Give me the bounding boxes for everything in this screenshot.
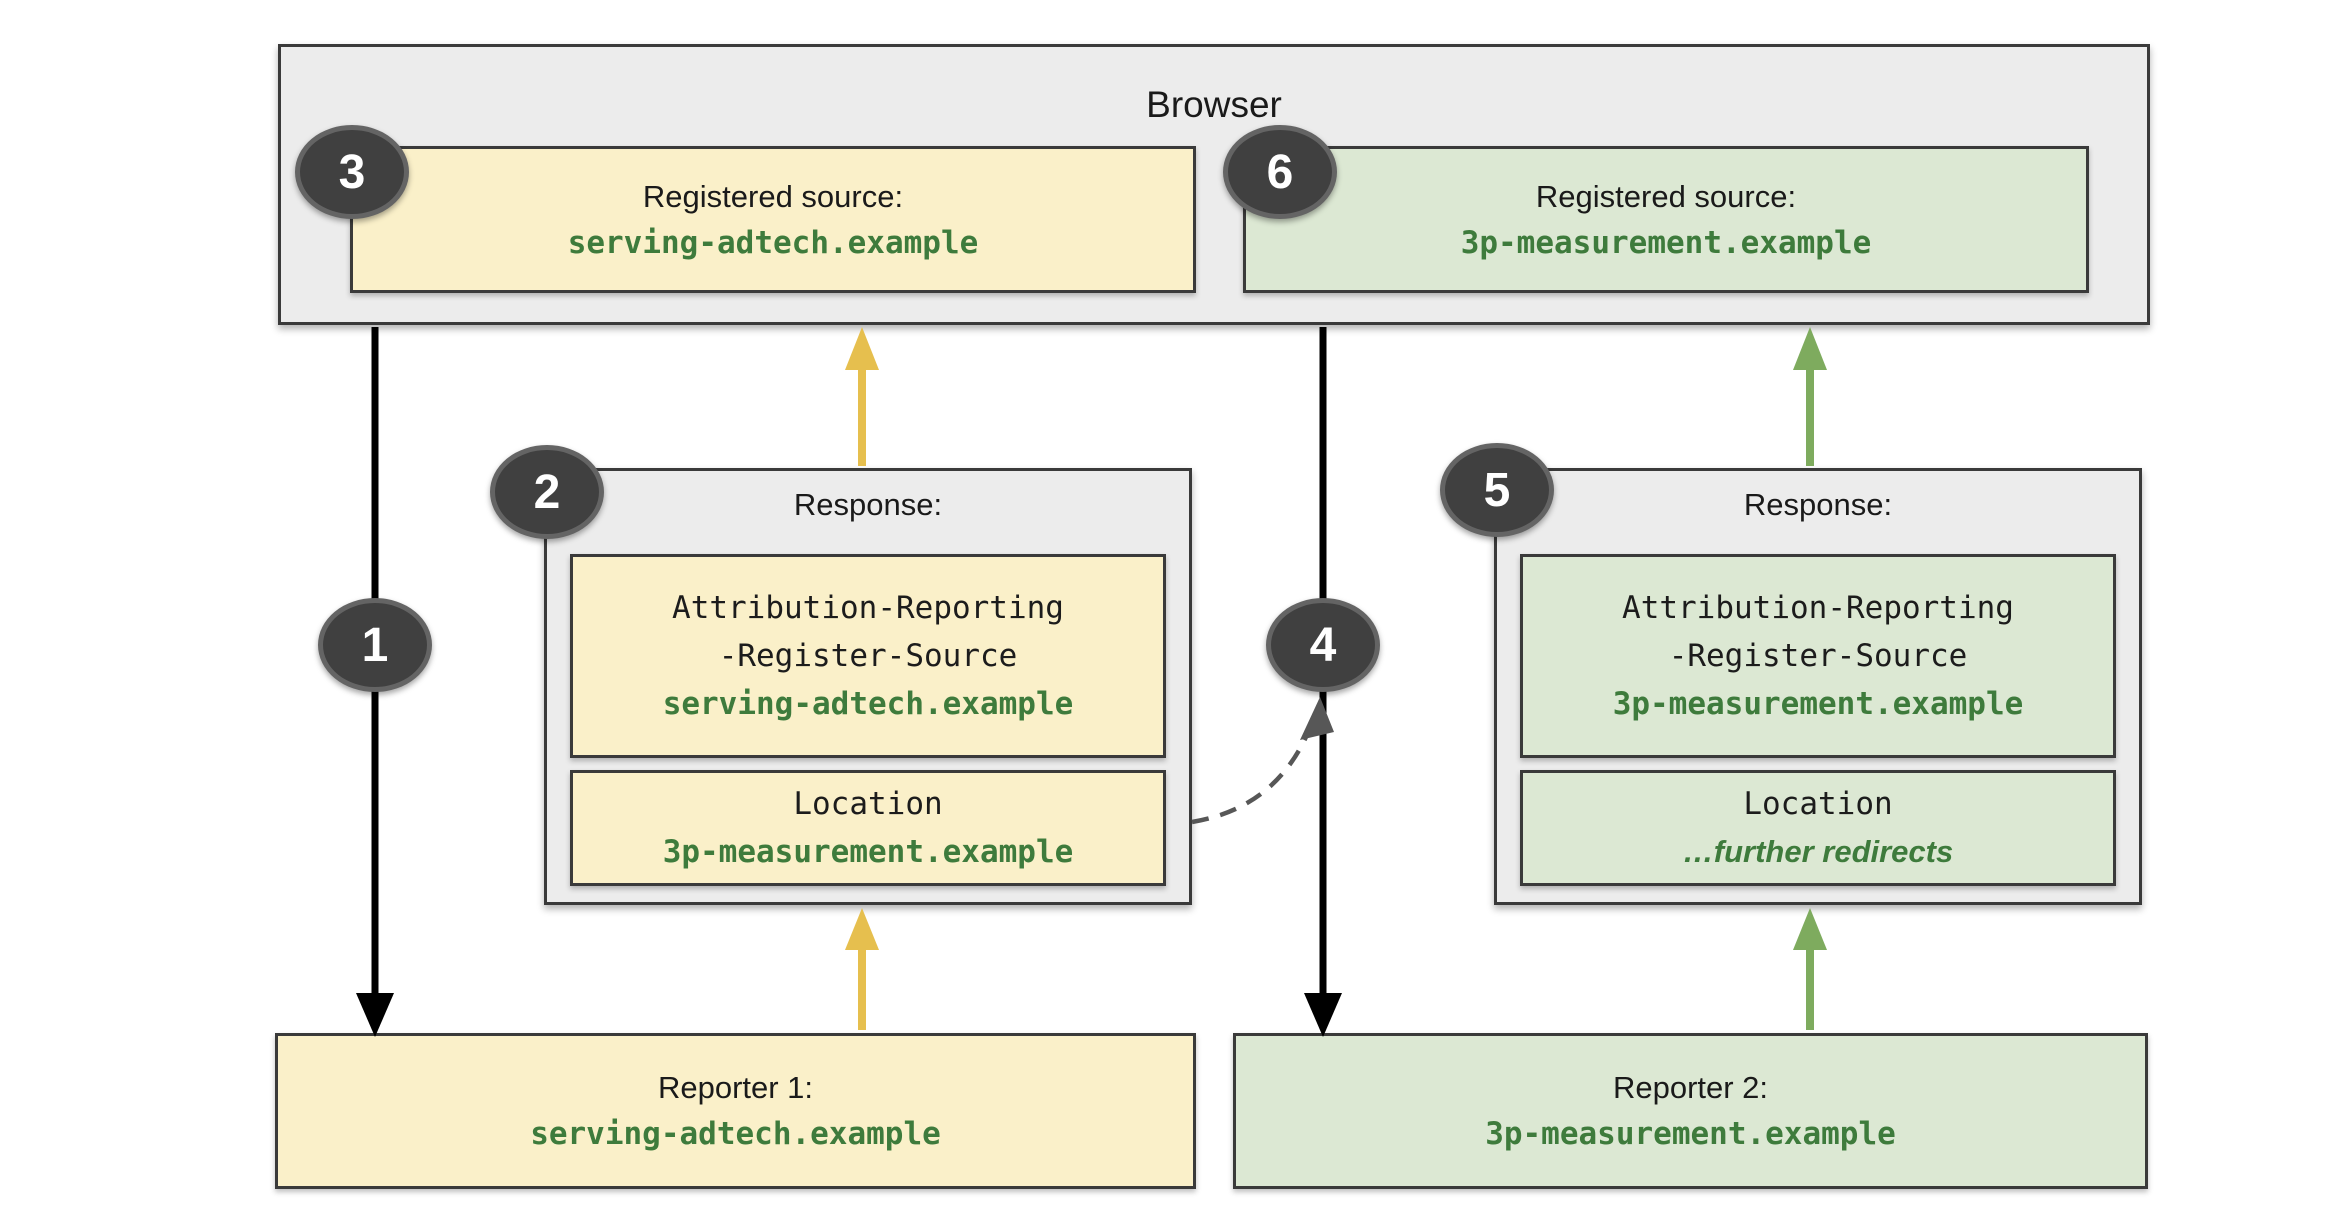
reporter-box-2: Reporter 2: 3p-measurement.example [1233, 1033, 2148, 1189]
header-name-line: Attribution-Reporting [672, 590, 1064, 626]
reporter-domain-2: 3p-measurement.example [1485, 1116, 1896, 1152]
yellow-arrow-reporter1-to-response1 [845, 908, 879, 1030]
green-arrow-reporter2-to-response2 [1793, 908, 1827, 1030]
step-badge-3: 3 [295, 125, 409, 219]
green-arrow-response2-to-browser [1793, 327, 1827, 466]
browser-title: Browser [1146, 84, 1282, 125]
header-value: 3p-measurement.example [1612, 686, 2024, 722]
response2-register-source-block: Attribution-Reporting -Register-Source 3… [1520, 554, 2116, 758]
response-title-2: Response: [1743, 487, 1893, 522]
response2-location-block: Location …further redirects [1520, 770, 2116, 886]
step-badge-2: 2 [490, 445, 604, 539]
registered-source-box-2: Registered source: 3p-measurement.exampl… [1243, 146, 2089, 293]
dashed-redirect-arrow [1191, 697, 1334, 825]
response-box-2: Response: Attribution-Reporting -Registe… [1494, 468, 2142, 905]
registered-source-label-2: Registered source: [1535, 178, 1797, 214]
header-name-line: -Register-Source [1668, 638, 1968, 674]
header-value: serving-adtech.example [662, 686, 1074, 722]
step-badge-1: 1 [318, 598, 432, 692]
header-name-line: Location [1743, 786, 1893, 822]
reporter-label-2: Reporter 2: [1612, 1070, 1769, 1105]
response1-register-source-block: Attribution-Reporting -Register-Source s… [570, 554, 1166, 758]
reporter-box-1: Reporter 1: serving-adtech.example [275, 1033, 1196, 1189]
reporter-domain-1: serving-adtech.example [530, 1116, 941, 1152]
step-badge-5: 5 [1440, 443, 1554, 537]
registered-source-label-1: Registered source: [642, 178, 904, 214]
registered-source-domain-2: 3p-measurement.example [1460, 224, 1872, 261]
registered-source-box-1: Registered source: serving-adtech.exampl… [350, 146, 1196, 293]
response-box-1: Response: Attribution-Reporting -Registe… [544, 468, 1192, 905]
response1-location-block: Location 3p-measurement.example [570, 770, 1166, 886]
further-redirects-note: …further redirects [1682, 834, 1954, 869]
yellow-arrow-response1-to-browser [845, 327, 879, 466]
header-value: 3p-measurement.example [662, 834, 1074, 870]
header-name-line: Location [793, 786, 943, 822]
step-badge-6: 6 [1223, 125, 1337, 219]
header-name-line: Attribution-Reporting [1622, 590, 2014, 626]
response-title-1: Response: [793, 487, 943, 522]
reporter-label-1: Reporter 1: [657, 1070, 814, 1105]
registered-source-domain-1: serving-adtech.example [567, 224, 979, 261]
header-name-line: -Register-Source [718, 638, 1018, 674]
step-badge-4: 4 [1266, 598, 1380, 692]
browser-box: Browser Registered source: serving-adtec… [278, 44, 2150, 325]
